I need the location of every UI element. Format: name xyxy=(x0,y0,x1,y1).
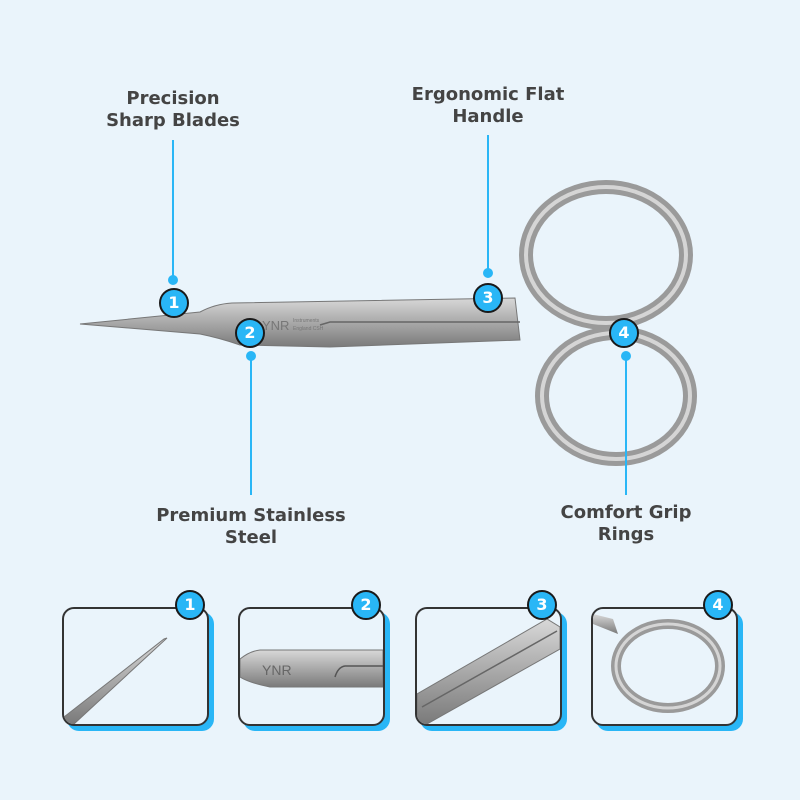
thumbnail-blade-tip xyxy=(62,607,209,726)
label-line: Sharp Blades xyxy=(106,110,240,131)
callout-lines xyxy=(168,135,631,495)
label-line: Ergonomic Flat xyxy=(411,84,565,105)
label-line: Premium Stainless xyxy=(156,505,346,526)
callout-badge-2: 2 xyxy=(235,318,265,348)
label-line: Handle xyxy=(452,106,524,127)
callout-badge-4: 4 xyxy=(609,318,639,348)
label-line: Steel xyxy=(224,527,278,548)
engraving-brand: YNR xyxy=(262,318,289,333)
scissors-image: YNR Instruments England CSH xyxy=(79,180,697,466)
callout-badge-1: 1 xyxy=(159,288,189,318)
thumbnail-badge-2: 2 xyxy=(351,590,381,620)
thumbnail-badge-4: 4 xyxy=(703,590,733,620)
label-line: Rings xyxy=(597,524,655,545)
thumbnail-badge-1: 1 xyxy=(175,590,205,620)
engraving-line2: England CSH xyxy=(293,326,324,332)
thumbnail-engraved-steel: YNR xyxy=(238,607,385,726)
thumbnail-finger-ring xyxy=(591,607,738,726)
svg-text:YNR: YNR xyxy=(262,662,292,678)
label-line: Precision xyxy=(126,88,220,109)
thumbnail-badge-3: 3 xyxy=(527,590,557,620)
label-line: Comfort Grip xyxy=(560,502,692,523)
engraving-line1: Instruments xyxy=(293,318,320,324)
thumbnail-flat-handle xyxy=(415,607,562,726)
callout-badge-3: 3 xyxy=(473,283,503,313)
